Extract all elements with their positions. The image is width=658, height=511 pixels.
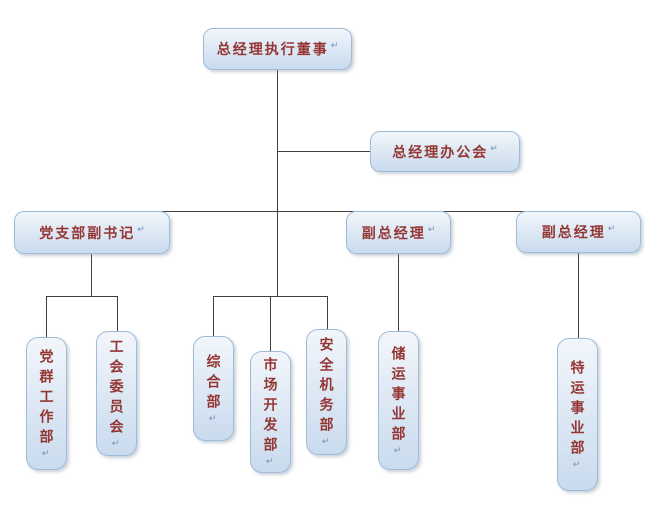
- line-break-icon: ↵: [330, 40, 339, 51]
- connector-party-child2-drop: [117, 296, 118, 331]
- connector-office-branch: [277, 151, 370, 152]
- node-general-dept: 综合部↵: [193, 336, 234, 441]
- line-break-icon: ↵: [321, 437, 332, 447]
- node-label: 特运事业部↵: [569, 359, 586, 470]
- node-label: 副总经理↵: [361, 223, 436, 241]
- node-label: 市场开发部↵: [262, 357, 279, 467]
- line-break-icon: ↵: [265, 457, 276, 467]
- node-union-committee: 工会委员会↵: [96, 331, 137, 456]
- node-label: 总经理执行董事↵: [216, 40, 339, 57]
- node-gm-office-meeting: 总经理办公会↵: [370, 131, 520, 172]
- connector-main-horizontal: [91, 211, 578, 212]
- connector-center-child2-drop: [270, 296, 271, 351]
- node-label: 总经理办公会↵: [392, 142, 498, 160]
- connector-center-child3-drop: [327, 296, 328, 329]
- node-label: 党群工作部↵: [38, 348, 55, 459]
- node-party-branch-deputy-secretary: 党支部副书记↵: [14, 211, 170, 254]
- node-gm-executive-director: 总经理执行董事↵: [203, 28, 352, 70]
- line-break-icon: ↵: [490, 142, 498, 153]
- line-break-icon: ↵: [572, 459, 583, 470]
- line-break-icon: ↵: [393, 445, 404, 456]
- node-party-masses-work-dept: 党群工作部↵: [26, 337, 67, 470]
- connector-party-drop: [91, 254, 92, 296]
- connector-party-children-horizontal: [46, 296, 117, 297]
- node-deputy-gm-2: 副总经理↵: [516, 211, 641, 253]
- node-storage-transport-division: 储运事业部↵: [378, 331, 419, 470]
- node-deputy-gm-1: 副总经理↵: [346, 211, 451, 254]
- line-break-icon: ↵: [208, 413, 219, 424]
- node-safety-machinery-dept: 安全机务部↵: [306, 329, 347, 455]
- node-label: 副总经理↵: [541, 223, 616, 240]
- line-break-icon: ↵: [111, 438, 122, 449]
- node-market-development-dept: 市场开发部↵: [250, 351, 291, 473]
- node-label: 储运事业部↵: [390, 345, 407, 456]
- line-break-icon: ↵: [137, 223, 145, 234]
- node-label: 综合部↵: [205, 353, 222, 424]
- connector-party-child1-drop: [46, 296, 47, 337]
- line-break-icon: ↵: [427, 223, 436, 234]
- node-label: 安全机务部↵: [318, 337, 335, 447]
- connector-center-child1-drop: [213, 296, 214, 336]
- line-break-icon: ↵: [41, 448, 52, 459]
- node-label: 党支部副书记↵: [39, 223, 145, 241]
- connector-deputy2-drop: [578, 253, 579, 338]
- line-break-icon: ↵: [607, 223, 616, 234]
- connector-trunk-vertical: [277, 70, 278, 296]
- connector-deputy1-drop: [398, 254, 399, 331]
- node-special-transport-division: 特运事业部↵: [557, 338, 598, 491]
- node-label: 工会委员会↵: [108, 338, 125, 449]
